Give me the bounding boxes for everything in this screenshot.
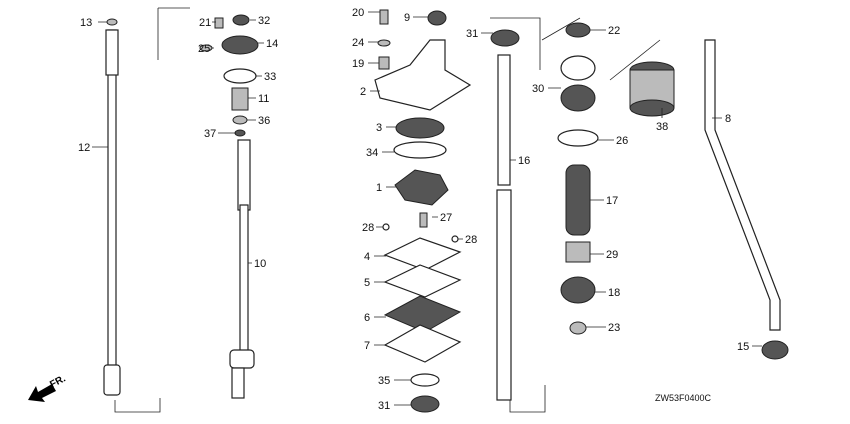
callout: 25 xyxy=(198,43,210,55)
callout: 16 xyxy=(518,155,530,167)
callout: 31 xyxy=(378,400,390,412)
callout: 7 xyxy=(364,340,370,352)
callout: 27 xyxy=(440,212,452,224)
part-26-washer xyxy=(557,129,599,147)
callout: 34 xyxy=(366,147,378,159)
part-19-pin xyxy=(378,56,390,70)
part-10-shaft xyxy=(229,139,255,399)
part-14-housing xyxy=(221,35,259,55)
callout: 10 xyxy=(254,258,266,270)
part-30-bearing xyxy=(560,84,596,112)
callout: 28 xyxy=(465,234,477,246)
callout: 5 xyxy=(364,277,370,289)
part-31-seal xyxy=(410,395,440,413)
callout: 11 xyxy=(258,93,269,105)
diagram-code: ZW53F0400C xyxy=(655,393,712,403)
callout: 3 xyxy=(376,122,382,134)
callout: 19 xyxy=(352,58,364,70)
callout: 9 xyxy=(404,12,410,24)
part-15-grommet xyxy=(761,340,789,360)
callout: 31 xyxy=(466,28,478,40)
callout: 24 xyxy=(352,37,364,49)
callout: 17 xyxy=(606,195,618,207)
part-22-bushing xyxy=(565,22,591,38)
callout: 30 xyxy=(532,83,544,95)
part-8-tube xyxy=(704,39,781,331)
part-29-bearing xyxy=(565,241,591,263)
callout: 6 xyxy=(364,312,370,324)
part-28-key-b xyxy=(451,235,459,243)
part-21-bolt xyxy=(214,17,224,29)
part-24-washer xyxy=(377,39,391,47)
callout: 15 xyxy=(737,341,749,353)
front-direction-marker: FR. xyxy=(28,373,68,402)
part-18-gear xyxy=(560,276,596,304)
part-1-impeller xyxy=(394,169,449,206)
callout: 8 xyxy=(725,113,731,125)
callout: 21 xyxy=(199,17,211,29)
part-38-seal xyxy=(629,61,675,117)
callout: 22 xyxy=(608,25,620,37)
part-36-collar xyxy=(232,115,248,125)
part-4-plate xyxy=(383,237,462,271)
part-7-gasket xyxy=(383,324,462,363)
part-37-clip xyxy=(234,129,246,137)
callout: 38 xyxy=(656,121,668,133)
part-17-bellows xyxy=(565,164,591,236)
part-28-key xyxy=(382,223,390,231)
part-34-gasket xyxy=(393,141,447,159)
part-20-bolt xyxy=(379,9,389,25)
callout: 4 xyxy=(364,251,370,263)
callout: 1 xyxy=(376,182,382,194)
part-32-seal xyxy=(232,14,250,26)
svg-text:FR.: FR. xyxy=(48,373,68,390)
part-35-ring xyxy=(410,373,440,387)
part-23-nut xyxy=(569,321,587,335)
part-31-seal-b xyxy=(490,29,520,47)
callout: 12 xyxy=(78,142,90,154)
part-2-pump-housing xyxy=(374,39,472,111)
callout: 14 xyxy=(266,38,278,50)
part-16-shaft xyxy=(496,54,512,401)
callout: 28 xyxy=(362,222,374,234)
callout: 13 xyxy=(80,17,92,29)
callout: 35 xyxy=(378,375,390,387)
callout: 32 xyxy=(258,15,270,27)
callout: 36 xyxy=(258,115,270,127)
callout: 33 xyxy=(264,71,276,83)
part-12-shaft xyxy=(103,29,121,396)
part-13-washer xyxy=(106,18,118,26)
part-27-key xyxy=(419,212,428,228)
part-33-ring xyxy=(223,68,257,84)
part-30-cup xyxy=(560,55,596,81)
callout: 29 xyxy=(606,249,618,261)
callout: 23 xyxy=(608,322,620,334)
callout: 37 xyxy=(204,128,216,140)
part-9-grommet xyxy=(427,10,447,26)
callout: 20 xyxy=(352,7,364,19)
callout: 26 xyxy=(616,135,628,147)
part-3-insert xyxy=(395,117,445,139)
callout: 18 xyxy=(608,287,620,299)
part-6-plate xyxy=(383,295,462,333)
part-11-spring xyxy=(231,87,249,111)
part-5-gasket xyxy=(383,264,462,298)
callout: 2 xyxy=(360,86,366,98)
callout-labels: 13 12 21 32 25 14 33 11 36 37 10 20 9 24… xyxy=(78,7,749,412)
